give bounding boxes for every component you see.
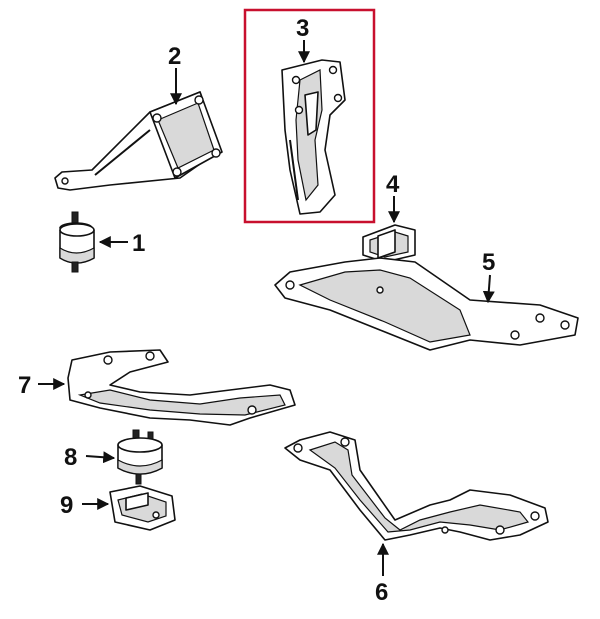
part-5-crossmember[interactable] <box>274 257 579 351</box>
part-7-plate[interactable] <box>67 349 296 426</box>
part-8-mount[interactable] <box>117 429 163 485</box>
callout-9: 9 <box>60 492 73 519</box>
callout-2: 2 <box>168 43 181 70</box>
part-3-bracket[interactable] <box>281 59 346 215</box>
highlight-box <box>243 8 376 224</box>
callout-3: 3 <box>296 15 309 42</box>
part-6-crossmember[interactable] <box>284 431 549 541</box>
callout-4: 4 <box>386 171 400 198</box>
part-2-bracket[interactable] <box>54 91 223 191</box>
part-4-insulator[interactable] <box>362 224 416 263</box>
part-9-bracket[interactable] <box>109 485 176 531</box>
callout-6: 6 <box>375 579 388 606</box>
callout-7: 7 <box>18 372 31 399</box>
callout-1: 1 <box>132 230 145 257</box>
leader-5 <box>482 274 495 304</box>
callout-8: 8 <box>64 444 77 471</box>
part-1-mount[interactable] <box>59 211 95 273</box>
leader-8 <box>85 451 116 464</box>
callout-5: 5 <box>482 249 495 276</box>
